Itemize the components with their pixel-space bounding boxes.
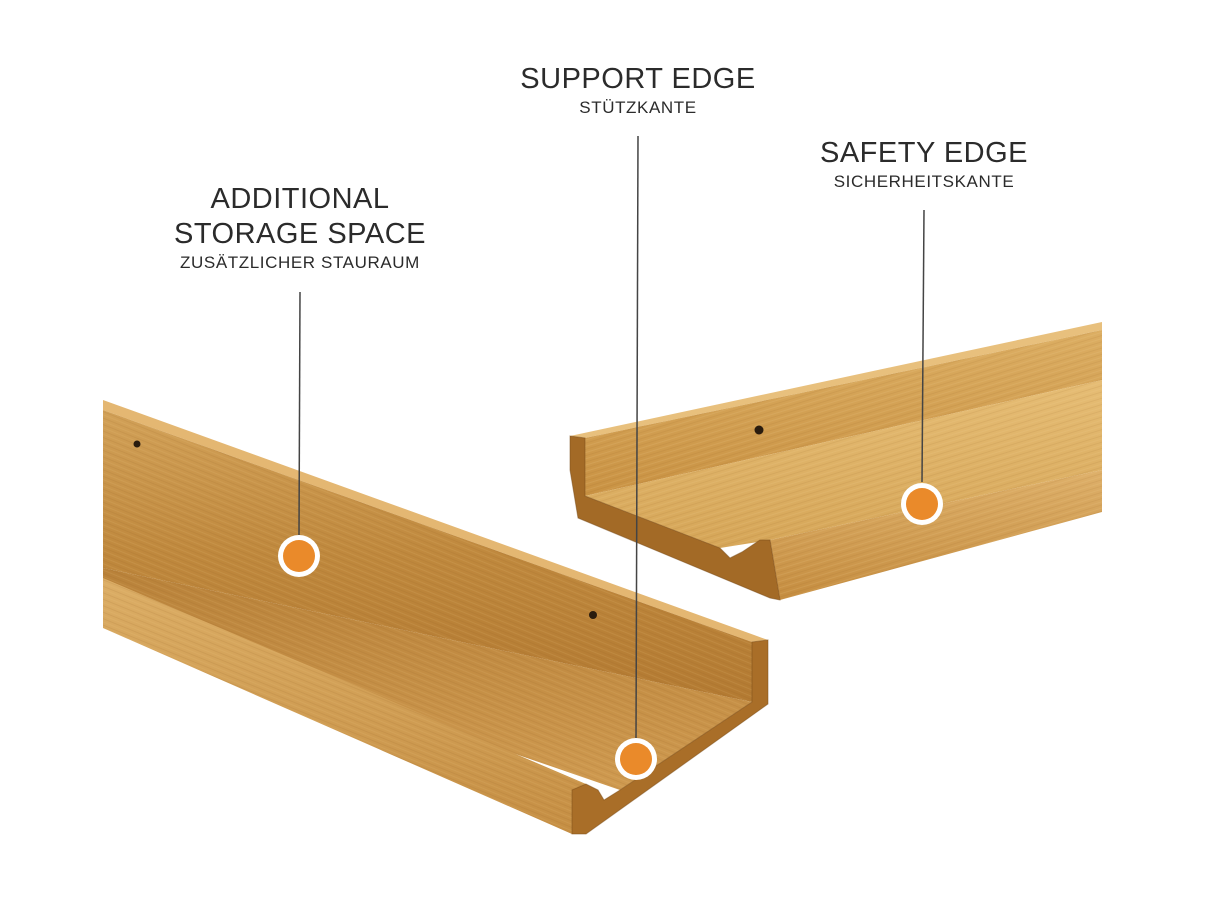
storage-space-subtitle: ZUSÄTZLICHER STAURAUM: [180, 253, 420, 272]
label-support-edge: SUPPORT EDGE STÜTZKANTE: [478, 62, 798, 119]
screw-hole: [133, 440, 141, 448]
left-shelf-back-top: [103, 400, 768, 642]
right-shelf-end-profile: [570, 436, 780, 600]
storage-space-title-line1: ADDITIONAL: [210, 183, 390, 215]
safety-edge-subtitle: SICHERHEITSKANTE: [833, 172, 1015, 191]
right-shelf: [569, 322, 1102, 601]
right-shelf-back-top: [570, 322, 1102, 438]
screw-hole: [589, 611, 597, 619]
support-edge-title: SUPPORT EDGE: [520, 63, 756, 95]
marker-storage: [278, 535, 320, 577]
left-shelf: [103, 400, 769, 835]
screw-hole: [754, 425, 764, 435]
storage-space-title-line2: STORAGE SPACE: [174, 218, 426, 250]
label-storage-space: ADDITIONAL STORAGE SPACE ZUSÄTZLICHER ST…: [130, 182, 470, 274]
left-shelf-end-profile: [572, 640, 768, 834]
safety-edge-title: SAFETY EDGE: [819, 137, 1029, 169]
label-safety-edge: SAFETY EDGE SICHERHEITSKANTE: [772, 136, 1076, 193]
marker-support: [615, 738, 657, 780]
leader-line-support: [635, 135, 639, 741]
support-edge-subtitle: STÜTZKANTE: [579, 98, 697, 117]
leader-line-safety: [921, 209, 925, 483]
leader-line-storage: [298, 291, 301, 536]
marker-safety: [901, 483, 943, 525]
